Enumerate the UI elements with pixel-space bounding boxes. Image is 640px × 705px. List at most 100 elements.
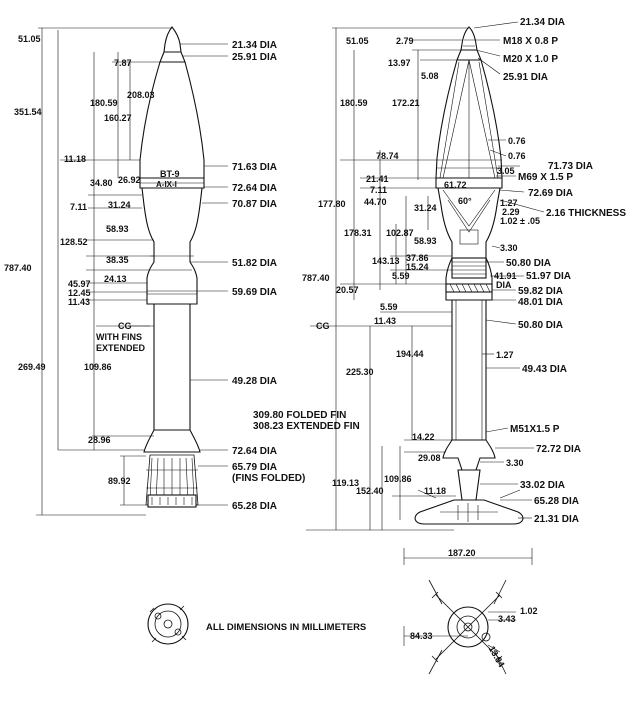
section-view: 51.05 2.79 13.97 5.08 180.59 172.21 78.7… <box>253 17 626 531</box>
ext-dim-128-52: 128.52 <box>60 237 88 247</box>
small-front-view <box>147 603 189 645</box>
sec-dim-78-74: 78.74 <box>376 151 399 161</box>
sec-dim-787-40: 787.40 <box>302 273 330 283</box>
sec-dim-194-44: 194.44 <box>396 349 424 359</box>
ext-dim-24-13: 24.13 <box>104 274 127 284</box>
ext-dia-72-64: 72.64 DIA <box>232 183 277 194</box>
ext-cg-note-2: EXTENDED <box>96 343 146 353</box>
ext-cg-note-1: WITH FINS <box>96 332 142 342</box>
ext-dim-31-24: 31.24 <box>108 200 131 210</box>
ext-dim-7-11: 7.11 <box>70 202 87 212</box>
body-marking-1: BT-9 <box>160 169 180 179</box>
section-motor-tube <box>451 299 487 441</box>
sec-thickness-2-16: 2.16 THICKNESS <box>546 208 626 219</box>
section-fuze-tip <box>460 26 478 51</box>
exterior-view: BT-9 A-IX-I <box>4 26 305 516</box>
section-dimension-lines <box>306 21 545 531</box>
sec-dim-29-08: 29.08 <box>418 453 441 463</box>
sec-dim-3-30-b: 3.30 <box>506 458 524 468</box>
sec-dia-25-91: 25.91 DIA <box>503 72 548 83</box>
tail-dim-3-43: 3.43 <box>498 614 516 624</box>
exterior-dimension-lines <box>36 27 228 516</box>
sec-dim-31-24: 31.24 <box>414 203 437 213</box>
ext-dim-269-49: 269.49 <box>18 362 46 372</box>
sec-dim-178-31: 178.31 <box>344 228 372 238</box>
ext-dim-51-05: 51.05 <box>18 34 41 44</box>
ext-dia-70-87: 70.87 DIA <box>232 199 277 210</box>
sec-dim-11-18: 11.18 <box>424 486 446 496</box>
ext-fins-folded-note: (FINS FOLDED) <box>232 473 305 484</box>
tail-dim-187-20: 187.20 <box>448 548 476 558</box>
ext-dim-7-87: 7.87 <box>114 58 132 68</box>
sec-dim-152-40: 152.40 <box>356 486 384 496</box>
sec-dim-1-27-b: 1.27 <box>496 350 514 360</box>
sec-dia-51-97: 51.97 DIA <box>526 271 571 282</box>
sec-dim-1-02: 1.02 ± .05 <box>500 216 540 226</box>
sec-dim-143-13: 143.13 <box>372 256 400 266</box>
sec-dia-50-80: 50.80 DIA <box>506 258 551 269</box>
sec-dim-0-76-a: 0.76 <box>508 136 526 146</box>
sec-dia-33-02: 33.02 DIA <box>520 480 565 491</box>
ext-dim-208-03: 208.03 <box>127 90 155 100</box>
sec-dim-5-08: 5.08 <box>421 71 439 81</box>
section-nozzle <box>442 439 496 471</box>
ext-dim-11-18: 11.18 <box>64 154 86 164</box>
ext-cg-label: CG <box>118 321 132 331</box>
folded-fins <box>145 454 199 508</box>
sec-dia-21-31: 21.31 DIA <box>534 514 579 525</box>
sec-dim-61-72: 61.72 <box>444 180 467 190</box>
sec-dim-225-30: 225.30 <box>346 367 374 377</box>
ext-dia-51-82: 51.82 DIA <box>232 258 277 269</box>
sec-dia-71-73: 71.73 DIA <box>548 161 593 172</box>
ext-dia-65-79: 65.79 DIA <box>232 462 277 473</box>
sec-dim-21-41: 21.41 <box>366 174 389 184</box>
sec-dim-2-79: 2.79 <box>396 36 414 46</box>
ext-dim-34-80: 34.80 <box>90 178 113 188</box>
sec-thread-m20: M20 X 1.0 P <box>503 54 558 65</box>
sec-dim-44-70: 44.70 <box>364 197 387 207</box>
sec-dim-3-30: 3.30 <box>500 243 518 253</box>
units-note: ALL DIMENSIONS IN MILLIMETERS <box>206 622 366 633</box>
sec-dim-109-86: 109.86 <box>384 474 412 484</box>
tail-dim-1-02: 1.02 <box>520 606 538 616</box>
sec-dia-50-80-b: 50.80 DIA <box>518 320 563 331</box>
sec-dim-5-59: 5.59 <box>392 271 410 281</box>
ext-dim-11-43: 11.43 <box>68 297 90 307</box>
exterior-projectile-outline <box>139 26 205 453</box>
sec-dim-172-21: 172.21 <box>392 98 420 108</box>
sec-dia-72-69: 72.69 DIA <box>528 188 573 199</box>
tail-end-view: 187.20 3.43 1.02 84.33 13.84 <box>403 548 538 675</box>
ext-dia-25-91: 25.91 DIA <box>232 52 277 63</box>
body-marking-2: A-IX-I <box>156 180 177 189</box>
ext-dim-28-96: 28.96 <box>88 435 111 445</box>
sec-dia-21-34: 21.34 DIA <box>520 17 565 28</box>
ext-dia-21-34: 21.34 DIA <box>232 40 277 51</box>
sec-dim-3-05: 3.05 <box>497 166 515 176</box>
sec-dim-51-05: 51.05 <box>346 36 369 46</box>
sec-dim-13-97: 13.97 <box>388 58 411 68</box>
ext-dim-45-97: 45.97 <box>68 279 91 289</box>
tail-dim-13-84: 13.84 <box>487 644 507 669</box>
ext-dim-12-45: 12.45 <box>68 288 91 298</box>
sec-dim-5-59-b: 5.59 <box>380 302 398 312</box>
sec-dia-65-28: 65.28 DIA <box>534 496 579 507</box>
ext-dim-351-54: 351.54 <box>14 107 42 117</box>
ext-dia-71-63: 71.63 DIA <box>232 162 277 173</box>
ext-dia-49-28: 49.28 DIA <box>232 376 277 387</box>
sec-dim-11-43: 11.43 <box>374 316 396 326</box>
ext-dim-38-35: 38.35 <box>106 255 129 265</box>
sec-dim-14-22: 14.22 <box>412 432 435 442</box>
sec-dia-59-82: 59.82 DIA <box>518 286 563 297</box>
tail-dim-84-33: 84.33 <box>410 631 433 641</box>
ext-dia-72-64-tail: 72.64 DIA <box>232 446 277 457</box>
ext-dia-65-28: 65.28 DIA <box>232 501 277 512</box>
sec-dim-180-59: 180.59 <box>340 98 368 108</box>
sec-dim-1-27: 1.27 <box>500 198 518 208</box>
ext-dim-58-93: 58.93 <box>106 224 129 234</box>
sec-dia-48-01: 48.01 DIA <box>518 297 563 308</box>
sec-dim-20-57: 20.57 <box>336 285 359 295</box>
sec-dim-119-13: 119.13 <box>332 478 359 488</box>
ext-dim-160-27: 160.27 <box>104 113 132 123</box>
sec-dim-7-11: 7.11 <box>370 185 387 195</box>
